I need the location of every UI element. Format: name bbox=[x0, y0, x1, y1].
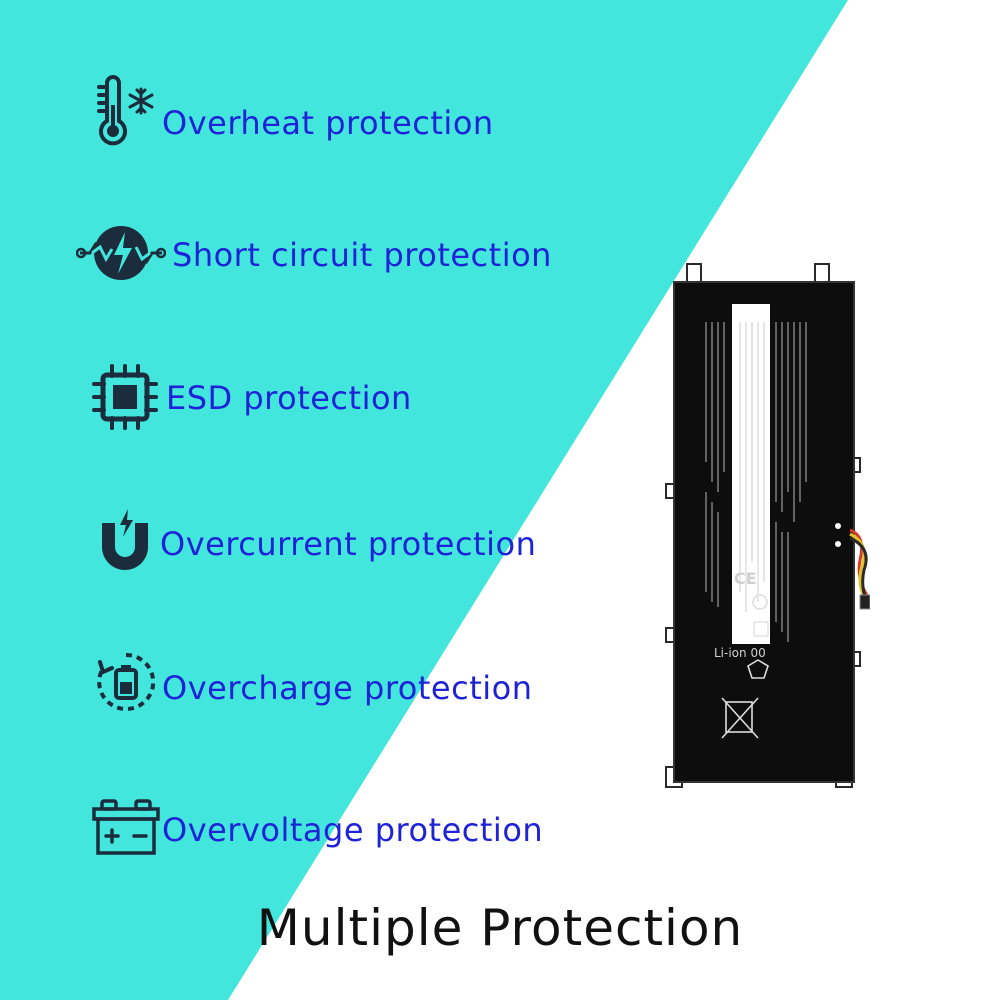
feature-esd: ESD protection bbox=[0, 360, 600, 450]
feature-label: Short circuit protection bbox=[172, 236, 552, 274]
feature-label: Overcharge protection bbox=[162, 669, 533, 707]
chemistry-mark: Li-ion 00 bbox=[714, 646, 766, 660]
battery-charging-icon bbox=[97, 652, 156, 711]
thermometer-snowflake-icon bbox=[97, 75, 154, 146]
page-title: Multiple Protection bbox=[256, 899, 744, 957]
feature-label: Overvoltage protection bbox=[162, 811, 544, 849]
cyan-diagonal-panel bbox=[0, 0, 848, 1000]
feature-label: ESD protection bbox=[166, 379, 412, 417]
feature-short-circuit: Short circuit protection bbox=[0, 210, 600, 300]
feature-overcharge: Overcharge protection bbox=[0, 648, 600, 738]
ce-mark: CE bbox=[734, 569, 757, 588]
feature-label: Overheat protection bbox=[162, 104, 494, 142]
laptop-battery-image: CE Li-ion 00 bbox=[665, 263, 870, 788]
short-circuit-bolt-icon bbox=[76, 226, 166, 280]
feature-overcurrent: Overcurrent protection bbox=[0, 505, 600, 595]
feature-overheat: Overheat protection bbox=[0, 75, 600, 165]
chip-icon bbox=[92, 364, 158, 430]
car-battery-icon bbox=[92, 799, 160, 855]
feature-overvoltage: Overvoltage protection bbox=[0, 795, 600, 885]
feature-label: Overcurrent protection bbox=[160, 525, 537, 563]
magnet-bolt-icon bbox=[102, 509, 148, 570]
